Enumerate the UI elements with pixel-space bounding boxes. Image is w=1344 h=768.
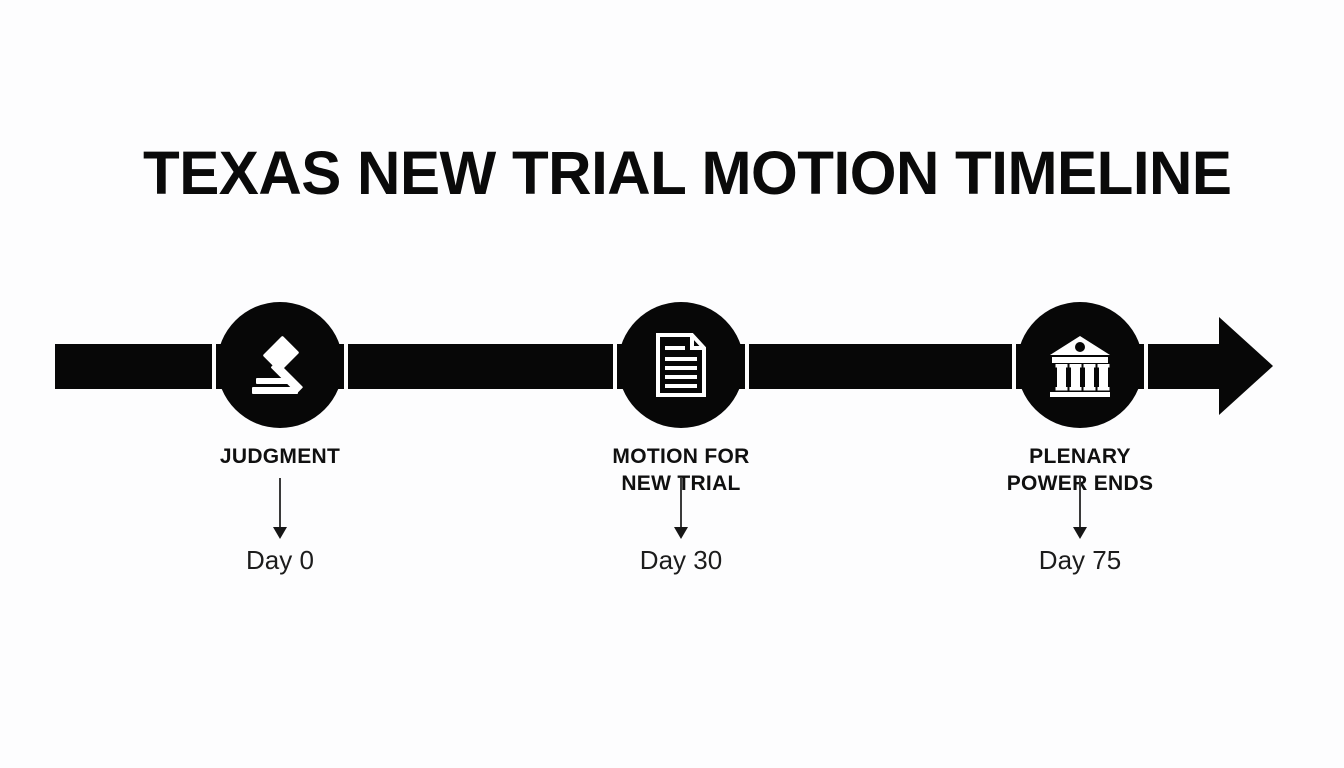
node-disc <box>618 302 744 428</box>
connector-arrowhead-icon <box>273 527 287 539</box>
axis-gap <box>344 338 348 396</box>
connector-arrowhead-icon <box>1073 527 1087 539</box>
milestone-label-motion-for-new-trial: MOTION FOR NEW TRIAL <box>612 445 750 495</box>
connector-arrowhead-icon <box>674 527 688 539</box>
milestone-node-judgment[interactable] <box>217 302 343 428</box>
milestone-node-motion-for-new-trial[interactable] <box>618 302 744 428</box>
milestone-day-plenary-power-ends: Day 75 <box>1038 545 1122 575</box>
milestone-day-motion-for-new-trial: Day 30 <box>639 545 723 575</box>
connector-arrow-plenary-power-ends <box>1070 478 1090 540</box>
page-title: TEXAS NEW TRIAL MOTION TIMELINE <box>143 139 1232 207</box>
axis-gap <box>1144 338 1148 396</box>
document-icon <box>645 329 717 401</box>
connector-stem <box>279 478 281 529</box>
timeline-arrowhead-icon <box>1219 317 1273 415</box>
milestone-day-judgment: Day 0 <box>246 545 314 575</box>
axis-gap <box>745 338 749 396</box>
courthouse-icon <box>1044 329 1116 401</box>
connector-stem <box>1079 478 1081 529</box>
connector-stem <box>680 478 682 529</box>
gavel-icon <box>244 329 316 401</box>
axis-gap <box>212 338 216 396</box>
axis-gap <box>1012 338 1016 396</box>
milestone-label-judgment: JUDGMENT <box>219 445 341 468</box>
connector-arrow-judgment <box>270 478 290 540</box>
axis-gap <box>613 338 617 396</box>
milestone-node-plenary-power-ends[interactable] <box>1017 302 1143 428</box>
connector-arrow-motion-for-new-trial <box>671 478 691 540</box>
milestone-label-plenary-power-ends: PLENARY POWER ENDS <box>1006 445 1154 495</box>
